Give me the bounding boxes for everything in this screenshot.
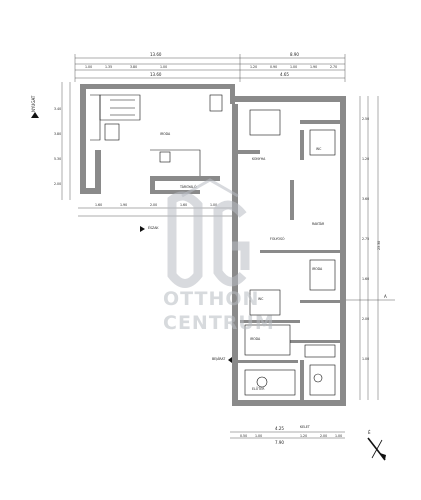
oc-logo-icon — [167, 178, 250, 288]
dim-bottom-1: 4.25 — [275, 426, 284, 431]
entrance-label: BEJÁRAT — [212, 356, 225, 361]
west-wing-bottom-dimensions: 1.60 1.90 2.00 1.60 1.00 ÉSZAK — [78, 203, 235, 232]
right-dimension-lines: 23.30 2.50 1.20 3.60 2.75 1.60 2.00 1.00… — [345, 96, 395, 400]
dim-top-detail-1: 1.00 — [85, 65, 92, 69]
dim-top-detail-6: 0.90 — [270, 65, 277, 69]
dim-top-2: 8.90 — [290, 52, 299, 57]
west-wing-walls: IRODA TÁRGYALÓ — [80, 84, 235, 194]
dim-bottom-detail-4: 2.00 — [320, 434, 327, 438]
dim-left-3: 5.30 — [54, 157, 61, 161]
room-label-10: ELŐTÉR — [252, 386, 265, 391]
dim-west-bottom-4: 1.60 — [180, 203, 187, 207]
dim-bottom-detail-5: 1.00 — [335, 434, 342, 438]
entrance-arrow-icon — [228, 357, 232, 363]
dim-right-1: 23.30 — [377, 241, 381, 250]
dim-west-bottom-1: 1.60 — [95, 203, 102, 207]
room-label-1: IRODA — [160, 132, 171, 136]
dim-left-2: 3.80 — [54, 132, 61, 136]
otthon-centrum-watermark: OTTHON CENTRUM — [163, 178, 275, 334]
dim-top-detail-5: 1.20 — [250, 65, 257, 69]
dim-right-7: 2.00 — [362, 317, 369, 321]
dim-right-8: 1.00 — [362, 357, 369, 361]
dim-top-detail-9: 2.70 — [330, 65, 337, 69]
dim-right-6: 1.60 — [362, 277, 369, 281]
watermark-line-2: CENTRUM — [163, 312, 275, 334]
dim-bottom-detail-3: 1.20 — [300, 434, 307, 438]
dim-top-3: 13.60 — [150, 72, 162, 77]
dim-left-1: 3.40 — [54, 107, 61, 111]
east-label: KELET — [300, 425, 310, 429]
dim-left-4: 2.00 — [54, 182, 61, 186]
dim-right-2: 2.50 — [362, 117, 369, 121]
north-label: ÉSZAK — [148, 225, 159, 230]
dim-right-4: 3.60 — [362, 197, 369, 201]
room-label-5: FOLYOSÓ — [270, 236, 285, 241]
compass: É — [367, 430, 386, 461]
section-marker-a: A — [384, 294, 387, 299]
dim-right-3: 1.20 — [362, 157, 369, 161]
bottom-dimension-lines: 4.25 7.90 0.50 1.00 1.20 2.00 1.00 KELET — [230, 425, 345, 445]
dim-west-bottom-2: 1.90 — [120, 203, 127, 207]
dim-bottom-detail-2: 1.00 — [255, 434, 262, 438]
east-building-walls: KONYHA WC FOLYOSÓ RAKTÁR IRODA WC IRODA … — [212, 96, 346, 406]
top-dimension-lines: 13.60 8.90 13.60 4.65 1.00 1.35 3.80 1.0… — [74, 52, 346, 82]
dim-bottom-2: 7.90 — [275, 440, 284, 445]
dim-right-5: 2.75 — [362, 237, 369, 241]
west-arrow-icon — [31, 112, 39, 118]
watermark-line-1: OTTHON — [163, 288, 259, 310]
left-dimension-lines: 3.40 3.80 5.30 2.00 NYUGAT — [31, 82, 71, 200]
compass-letter: É — [368, 430, 371, 435]
room-label-3: KONYHA — [252, 157, 266, 161]
room-label-7: IRODA — [312, 267, 323, 271]
dim-west-bottom-5: 1.00 — [210, 203, 217, 207]
dim-top-1: 13.60 — [150, 52, 162, 57]
west-label: NYUGAT — [31, 95, 36, 112]
dim-west-bottom-3: 2.00 — [150, 203, 157, 207]
room-label-6: RAKTÁR — [312, 221, 325, 226]
dim-top-detail-7: 1.00 — [290, 65, 297, 69]
dim-top-detail-8: 1.90 — [310, 65, 317, 69]
dim-top-detail-3: 3.80 — [130, 65, 137, 69]
room-label-2: TÁRGYALÓ — [179, 184, 197, 189]
room-label-4: WC — [316, 147, 322, 151]
room-label-8: WC — [258, 297, 264, 301]
north-arrow-icon — [140, 226, 145, 232]
compass-arrow-icon — [380, 453, 386, 460]
dim-top-4: 4.65 — [280, 72, 289, 77]
room-label-9: IRODA — [250, 337, 261, 341]
dim-top-detail-4: 1.00 — [160, 65, 167, 69]
dim-bottom-detail-1: 0.50 — [240, 434, 247, 438]
dim-top-detail-2: 1.35 — [105, 65, 112, 69]
